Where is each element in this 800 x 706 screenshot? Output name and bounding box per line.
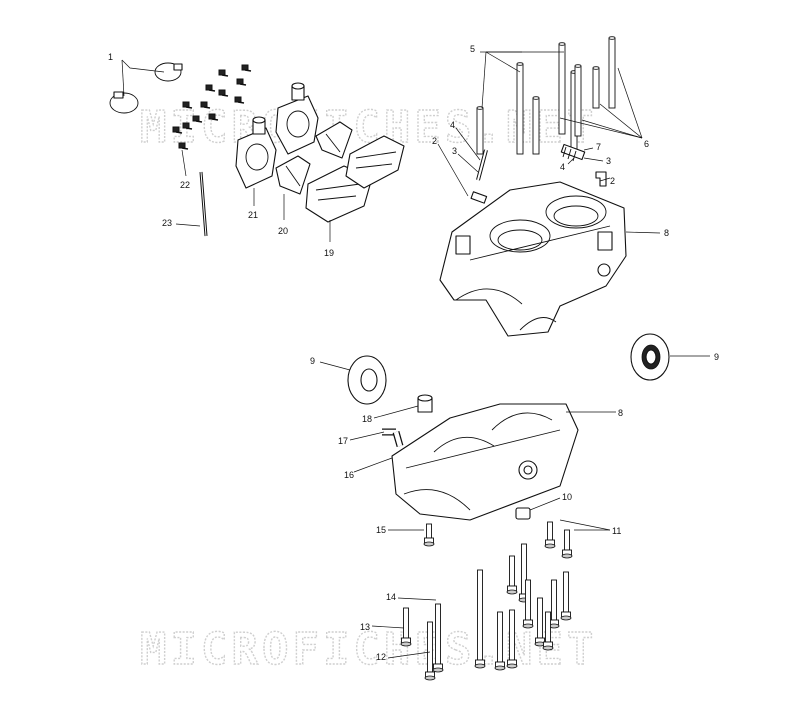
callout-5: 5 bbox=[470, 44, 475, 54]
small-bolt bbox=[182, 122, 193, 130]
callout-4-left: 4 bbox=[450, 120, 455, 130]
leader-lines bbox=[121, 51, 710, 659]
callout-9-left: 9 bbox=[310, 356, 315, 366]
callout-21: 21 bbox=[248, 210, 258, 220]
reed-spacer-left bbox=[275, 155, 311, 195]
crankcase-bolt bbox=[561, 529, 573, 559]
callout-7: 7 bbox=[596, 142, 601, 152]
crankcase-bolt bbox=[542, 611, 554, 651]
reed-cage-right bbox=[345, 135, 405, 189]
callout-2-right: 2 bbox=[610, 176, 615, 186]
callout-15: 15 bbox=[376, 525, 386, 535]
fitting-left bbox=[470, 191, 488, 204]
callout-17: 17 bbox=[338, 436, 348, 446]
lower-crankcase bbox=[391, 403, 579, 521]
spring-fitting bbox=[560, 143, 586, 162]
small-bolt bbox=[241, 64, 252, 72]
crankcase-bolt bbox=[494, 611, 506, 671]
upper-crankcase bbox=[439, 181, 627, 337]
crankcase-bolt bbox=[506, 609, 518, 669]
callout-12: 12 bbox=[376, 652, 386, 662]
callout-22: 22 bbox=[180, 180, 190, 190]
callout-20: 20 bbox=[278, 226, 288, 236]
callout-19: 19 bbox=[324, 248, 334, 258]
callout-9-right: 9 bbox=[714, 352, 719, 362]
callout-3-right: 3 bbox=[606, 156, 611, 166]
small-bolt bbox=[178, 142, 189, 150]
small-bolt bbox=[192, 115, 203, 123]
callout-4-right: 4 bbox=[560, 162, 565, 172]
reed-spacer-right bbox=[315, 121, 353, 159]
crankcase-bolt bbox=[560, 571, 572, 621]
callout-16: 16 bbox=[344, 470, 354, 480]
callout-10: 10 bbox=[562, 492, 572, 502]
stud bbox=[532, 96, 540, 155]
crankcase-bolt bbox=[522, 579, 534, 629]
crankcase-bolt bbox=[424, 621, 436, 681]
crankcase-bolt bbox=[423, 523, 435, 547]
callout-6: 6 bbox=[644, 139, 649, 149]
elbow-fitting-right bbox=[595, 171, 607, 187]
small-bolt bbox=[236, 78, 247, 86]
small-bolt bbox=[234, 96, 245, 104]
drain-plug bbox=[515, 507, 531, 520]
stud bbox=[592, 66, 600, 109]
watermark-bottom: MICROFICHES.NET bbox=[140, 624, 597, 675]
callout-13: 13 bbox=[360, 622, 370, 632]
crankcase-bolts bbox=[400, 521, 573, 681]
small-bolt bbox=[218, 89, 229, 97]
callout-2-left: 2 bbox=[432, 136, 437, 146]
small-bolt bbox=[208, 113, 219, 121]
stud bbox=[574, 64, 582, 137]
stud bbox=[476, 106, 484, 155]
callout-1: 1 bbox=[108, 52, 113, 62]
crankcase-bolt bbox=[534, 597, 546, 647]
crankcase-bolt bbox=[432, 603, 444, 673]
breather-tube bbox=[382, 428, 404, 447]
stud bbox=[516, 62, 524, 155]
crank-seal-left bbox=[347, 355, 387, 405]
small-bolt bbox=[200, 101, 211, 109]
tube-left bbox=[476, 149, 488, 181]
callout-8-upper: 8 bbox=[664, 228, 669, 238]
crankcase-bolt bbox=[548, 579, 560, 629]
callout-3-left: 3 bbox=[452, 146, 457, 156]
stud bbox=[608, 36, 616, 109]
callout-14: 14 bbox=[386, 592, 396, 602]
long-rod bbox=[199, 171, 208, 237]
small-bolt bbox=[182, 101, 193, 109]
callout-11: 11 bbox=[612, 526, 621, 536]
callout-18: 18 bbox=[362, 414, 372, 424]
bushing bbox=[417, 394, 433, 413]
crankcase-bolt bbox=[400, 607, 412, 647]
callout-labels: 1 2 2 3 3 4 4 5 6 7 8 8 9 9 10 11 12 13 … bbox=[108, 44, 719, 662]
crankcase-bolt bbox=[506, 555, 518, 595]
crank-seal-right bbox=[630, 333, 670, 381]
reed-cage-bolts bbox=[172, 64, 252, 150]
intake-manifold-left bbox=[235, 116, 277, 189]
cylinder-studs bbox=[476, 36, 616, 155]
small-bolt bbox=[205, 84, 216, 92]
stud bbox=[558, 42, 566, 135]
crankcase-bolt bbox=[474, 569, 486, 669]
small-bolt bbox=[218, 69, 229, 77]
callout-23: 23 bbox=[162, 218, 172, 228]
intake-manifold-right bbox=[275, 82, 319, 155]
crankcase-bolt bbox=[544, 521, 556, 549]
callout-8-lower: 8 bbox=[618, 408, 623, 418]
small-bolt bbox=[172, 126, 183, 134]
